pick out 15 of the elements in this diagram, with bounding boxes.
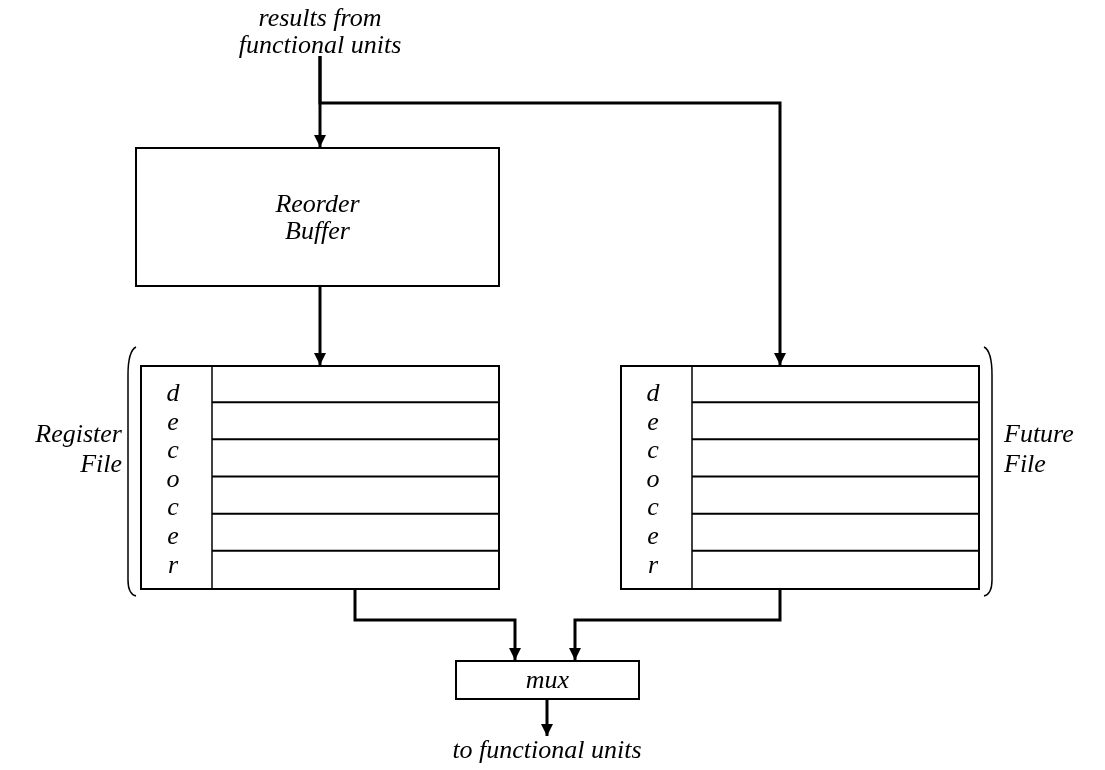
mux-label: mux [525,666,570,694]
file-label: Register File [34,419,122,479]
buffer-label: Reorder Buffer [274,189,361,245]
mux-box [455,660,640,700]
arrow [541,699,553,736]
buffer-box [135,147,500,287]
flow-label: to functional units [451,736,643,764]
decoder-label: decocer [165,379,181,580]
file-label: Future File [1004,419,1075,479]
arrow [318,56,786,365]
arrow [353,589,521,660]
arrow [569,589,782,660]
flow-label: results from functional units [237,4,403,59]
arrow [314,286,326,365]
decoder-label: decocer [645,379,661,580]
